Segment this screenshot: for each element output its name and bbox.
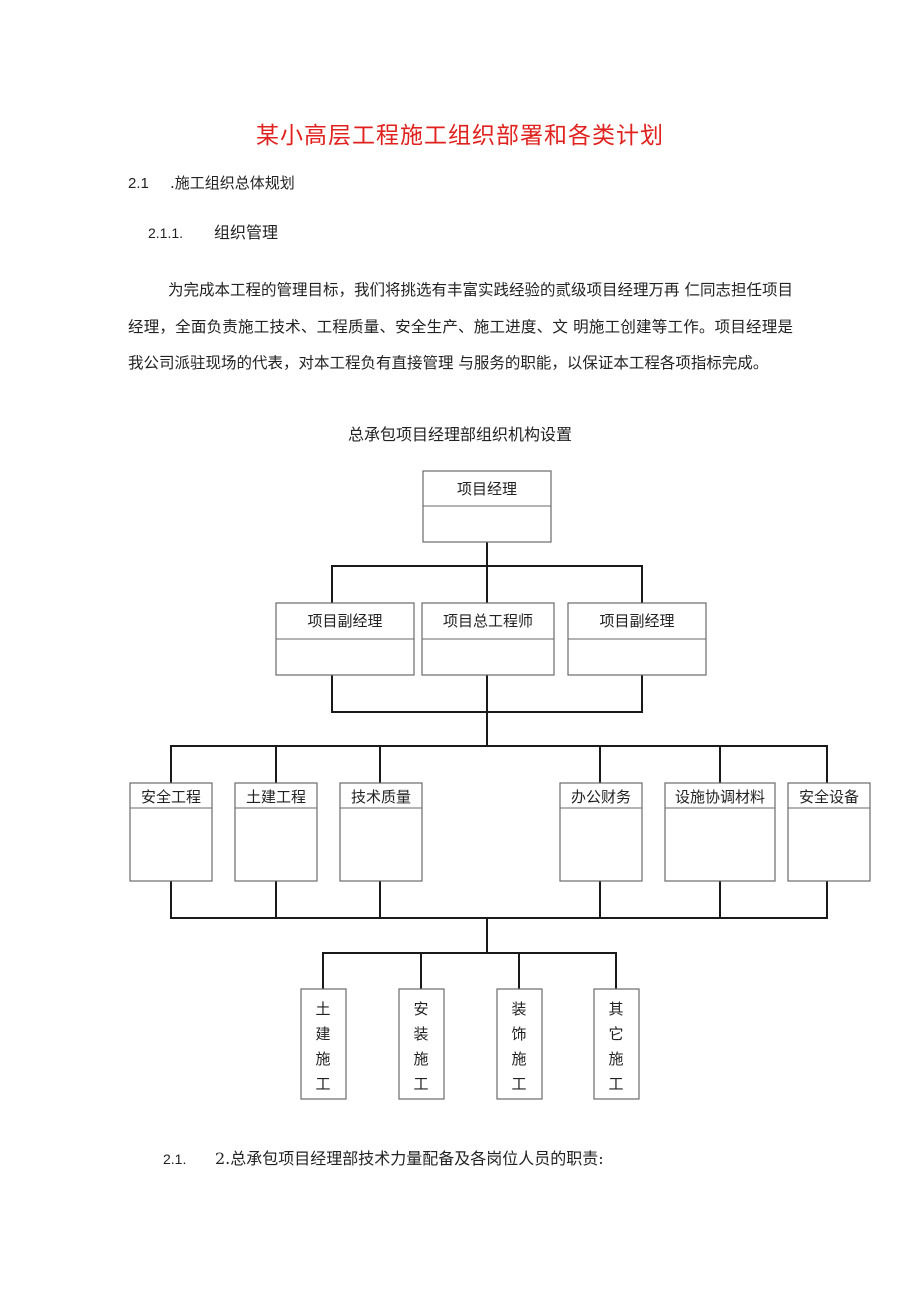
- org-node-technical-quality: 技术质量: [339, 782, 423, 882]
- section-heading-2-1: 2.1 .施工组织总体规划: [128, 172, 295, 193]
- org-node-installation-construction: 安装施工: [398, 988, 445, 1100]
- org-chart-title: 总承包项目经理部组织机构设置: [347, 425, 572, 444]
- org-level4-nodes: 土建施工 安装施工 装饰施工 其它施工: [300, 988, 640, 1100]
- section-number: 2.1: [128, 175, 149, 192]
- org-node-label: 安装施工: [413, 1000, 428, 1093]
- org-node-safety-equipment: 安全设备: [787, 782, 871, 882]
- section-heading-2-1-1: 2.1.1. 组织管理: [148, 219, 278, 243]
- org-node-label: 土建施工: [315, 1000, 330, 1093]
- org-node-label: 项目经理: [457, 480, 517, 498]
- section-title: 组织管理: [214, 223, 279, 242]
- section-heading-2-1-2: 2.1. 2.总承包项目经理部技术力量配备及各岗位人员的职责:: [163, 1145, 604, 1169]
- org-node-deputy-manager-left: 项目副经理: [275, 602, 415, 676]
- org-node-safety-engineering: 安全工程: [129, 782, 213, 882]
- org-chart-connectors: [170, 542, 828, 989]
- org-node-label: 项目总工程师: [443, 612, 533, 630]
- section-number: 2.1.1.: [148, 225, 184, 241]
- org-node-label: 技术质量: [351, 788, 411, 806]
- org-node-label: 其它施工: [608, 1000, 623, 1093]
- org-node-other-construction: 其它施工: [593, 988, 640, 1100]
- org-node-chief-engineer: 项目总工程师: [421, 602, 555, 676]
- org-node-label: 设施协调材料: [675, 788, 765, 806]
- org-node-label: 项目副经理: [599, 612, 674, 630]
- org-node-civil-engineering: 土建工程: [234, 782, 318, 882]
- section-number: 2.1.: [163, 1151, 187, 1167]
- org-node-facility-coordination-materials: 设施协调材料: [664, 782, 776, 882]
- org-node-deputy-manager-right: 项目副经理: [567, 602, 707, 676]
- document-title: 某小高层工程施工组织部署和各类计划: [256, 123, 664, 149]
- org-node-decoration-construction: 装饰施工: [496, 988, 543, 1100]
- org-node-project-manager: 项目经理: [422, 470, 552, 543]
- org-node-label: 安全工程: [141, 788, 201, 806]
- org-node-civil-construction: 土建施工: [300, 988, 347, 1100]
- section-title: 2.总承包项目经理部技术力量配备及各岗位人员的职责:: [215, 1149, 604, 1168]
- org-node-label: 项目副经理: [307, 612, 382, 630]
- org-node-label: 办公财务: [571, 788, 631, 806]
- org-node-label: 安全设备: [799, 788, 859, 806]
- body-paragraph: 为完成本工程的管理目标，我们将挑选有丰富实践经验的贰级项目经理万再 仁同志担任项…: [128, 281, 793, 372]
- org-node-label: 装饰施工: [511, 1000, 526, 1093]
- org-node-label: 土建工程: [246, 788, 306, 806]
- org-node-office-finance: 办公财务: [559, 782, 643, 882]
- section-title: .施工组织总体规划: [170, 174, 295, 192]
